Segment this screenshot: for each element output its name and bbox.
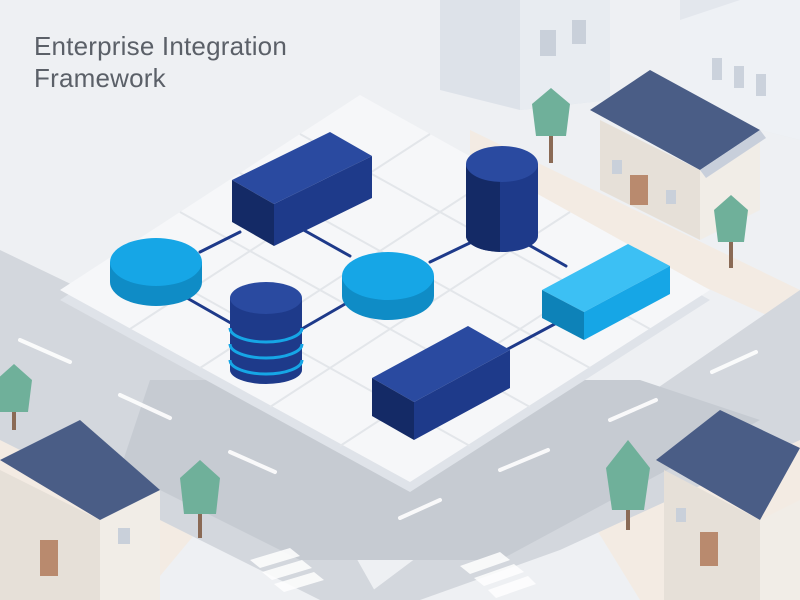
db-center [228,282,304,384]
tree-icon [0,364,32,430]
block-bottom [372,326,510,440]
house-lower-left [0,420,160,600]
tree-icon [532,88,570,163]
title-line-1: Enterprise Integration [34,31,287,61]
db-top-right [465,146,538,252]
building-far-left [440,0,610,110]
crosswalk [250,548,536,598]
sidewalk-upper-right [470,130,800,330]
house-lower-right [656,410,800,600]
tree-icon [714,195,748,268]
page-title: Enterprise Integration Framework [34,30,287,94]
disk-center [342,252,434,320]
block-top [232,132,372,246]
disk-left [110,238,202,306]
tree-icon [180,460,220,538]
title-line-2: Framework [34,63,166,93]
tree-icon [606,440,650,530]
block-right [542,244,670,340]
